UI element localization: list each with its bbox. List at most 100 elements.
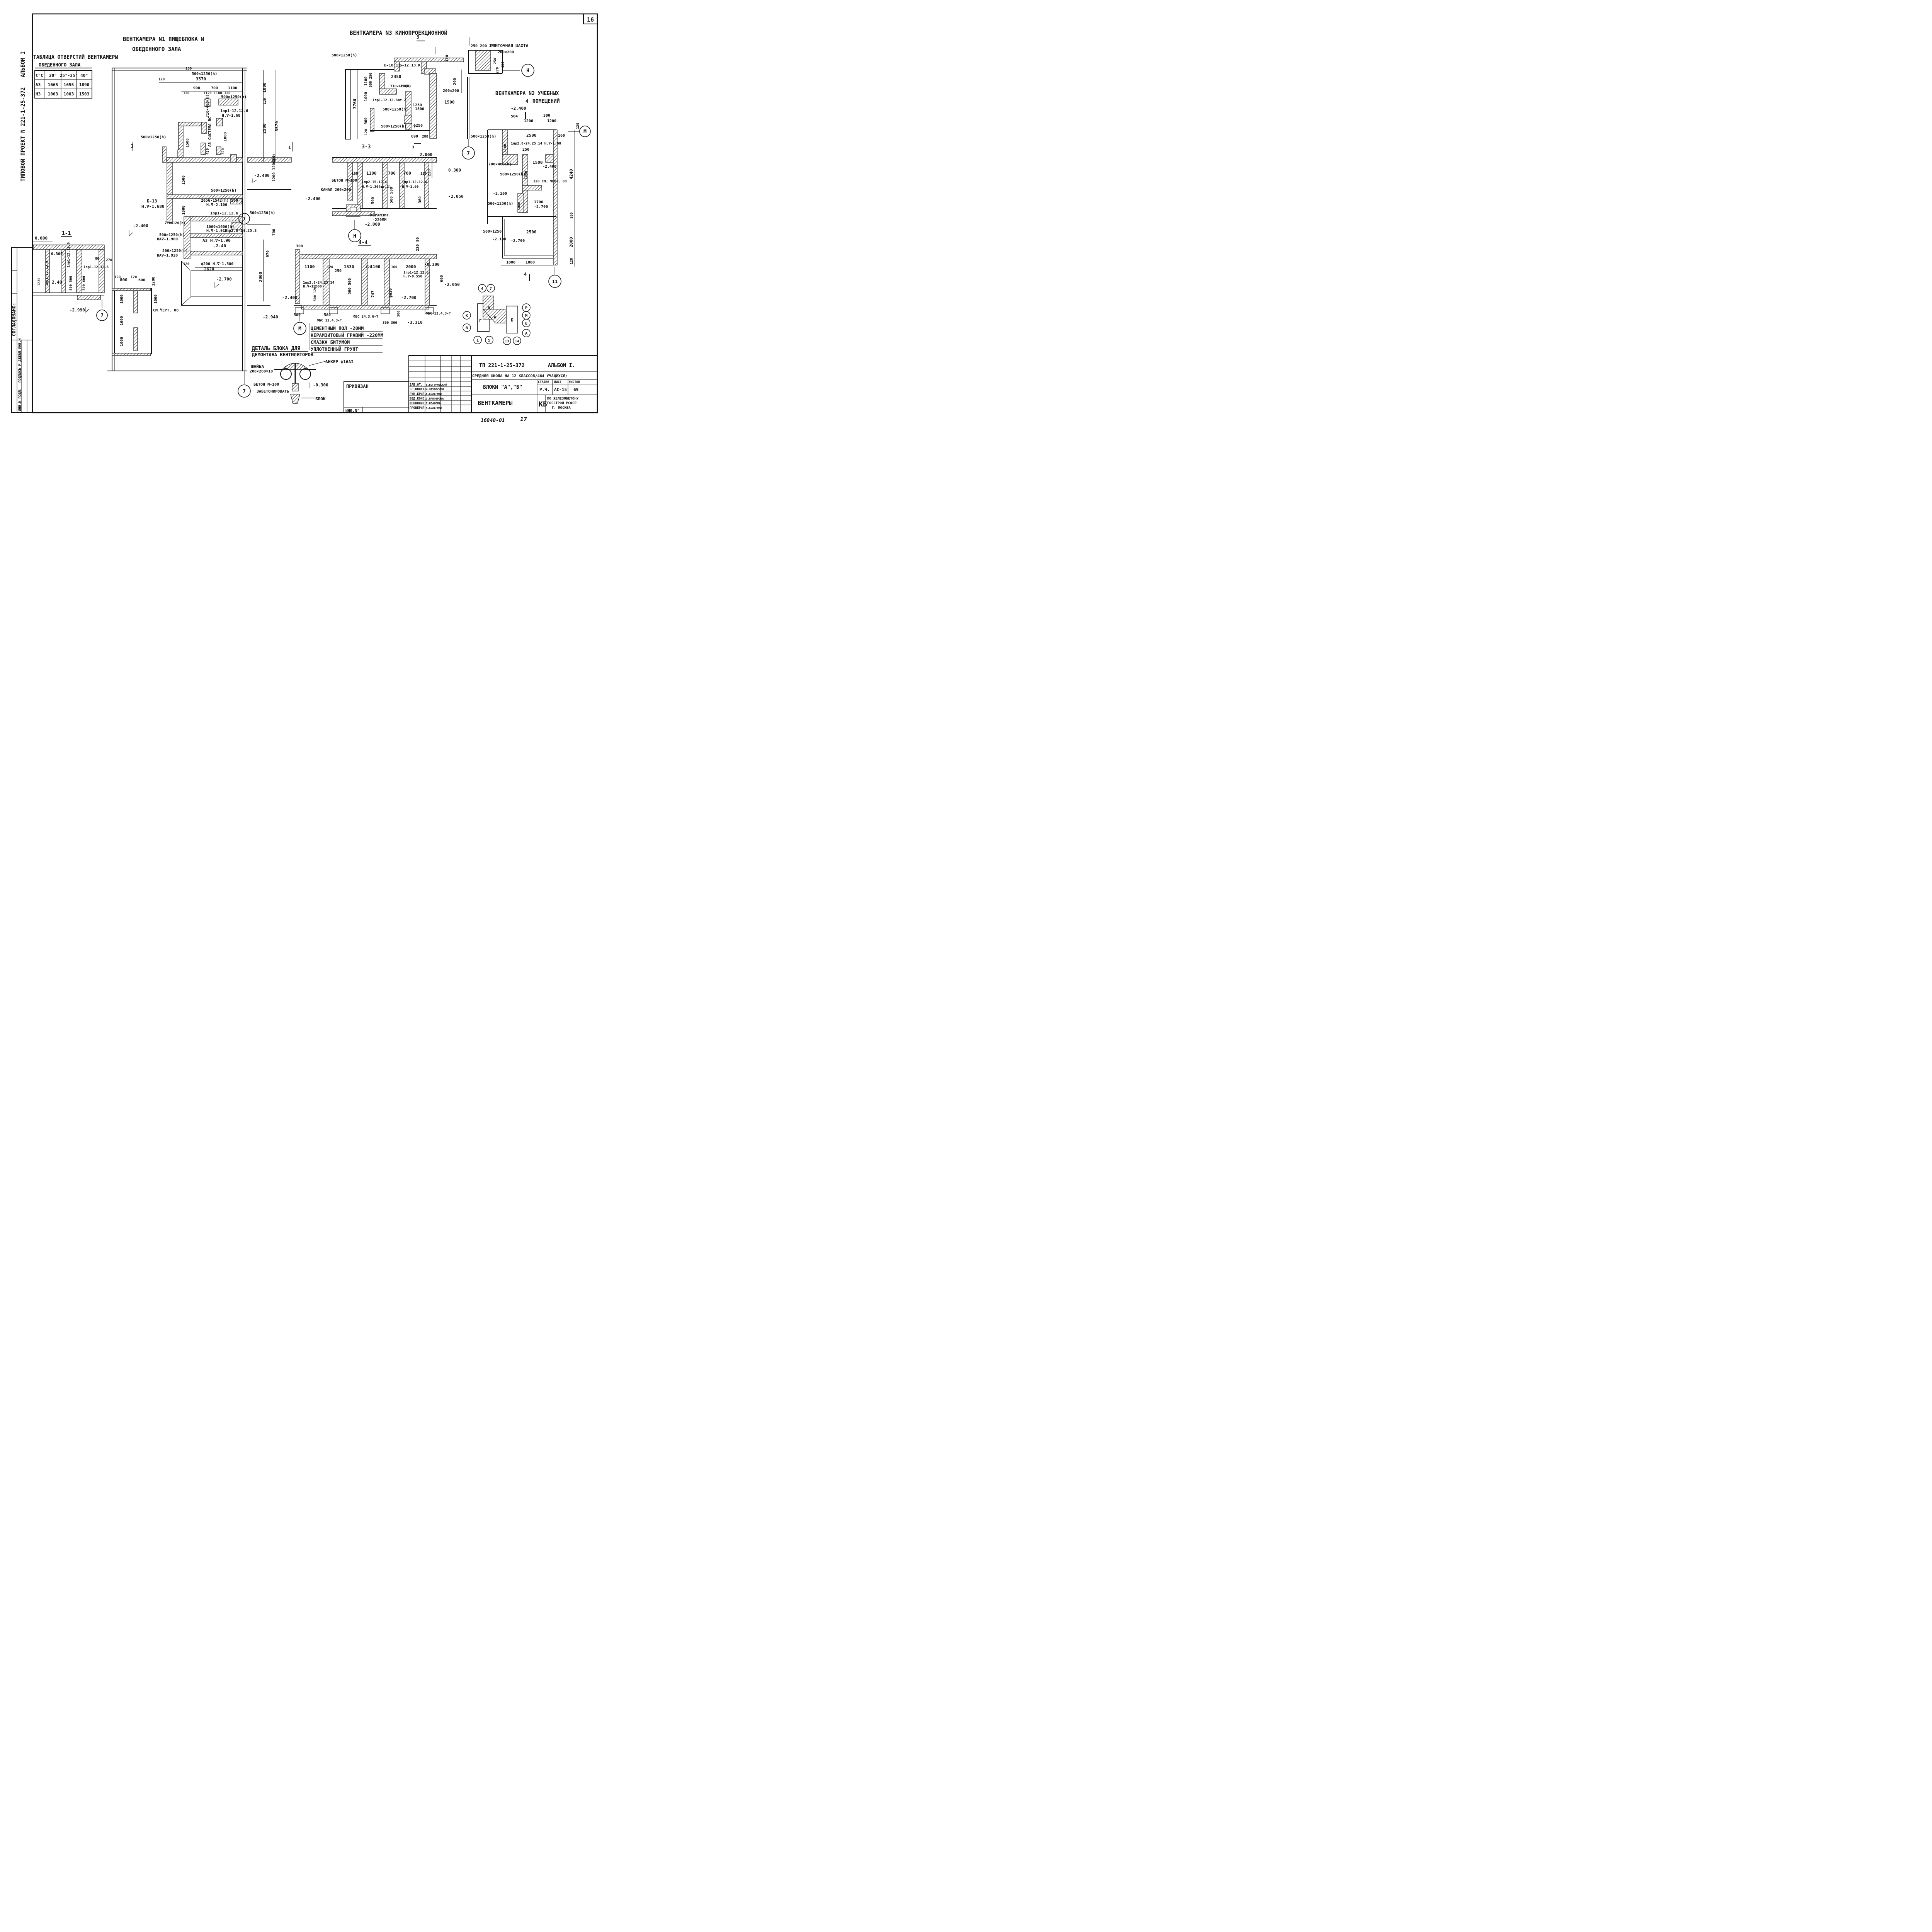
dim: 1500 — [415, 107, 424, 111]
dim: 120 — [576, 123, 580, 129]
dim: 500 500 — [389, 187, 394, 203]
axis-label: 13 — [505, 340, 509, 344]
opening-size: 500×1250(h) — [488, 202, 513, 206]
table-cell: H3 — [36, 92, 41, 97]
dim: 800 — [120, 277, 128, 282]
axis-label: 11 — [552, 279, 558, 284]
dim: 80 — [95, 257, 99, 261]
axis-label: А — [525, 332, 527, 336]
dim: 700 — [403, 171, 411, 176]
dim: 900 — [364, 117, 368, 124]
note: НА∇-1.900 — [157, 237, 178, 242]
note: 1пр1-12.12.6шт.2 — [372, 99, 406, 102]
axis-label: В — [466, 326, 468, 330]
note: 1пр1-12.12.6 — [402, 180, 427, 184]
dim: 500 500 — [69, 276, 73, 291]
axis-label: 4 — [481, 287, 483, 291]
axis-marker — [579, 126, 591, 137]
project-side-label: ТИПОВОЙ ПРОЕКТ N 221-1-25-372 — [20, 87, 26, 182]
note: НА∇-1.920 — [157, 253, 178, 258]
dim: ф630 — [388, 288, 393, 298]
section-marker: 4 — [524, 272, 527, 277]
axis-label: М — [298, 326, 301, 332]
level: -3.310 — [407, 320, 423, 325]
opening-size: 500×1250(h) — [211, 189, 236, 193]
detail-title-line1: ДЕТАЛЬ БЛОКА ДЛЯ — [252, 346, 300, 352]
dim: 160 — [185, 67, 192, 71]
table-cell: 1890 — [79, 82, 90, 87]
level: -2.400 — [511, 106, 526, 111]
dim: 1500 — [532, 160, 543, 165]
level: -2.050 — [448, 194, 464, 199]
concrete-note: БЕТОН М-100 — [332, 179, 357, 183]
dim: 2620 — [204, 267, 214, 272]
dim: 690 — [411, 134, 418, 139]
opening-size: 500×1250(h) — [221, 95, 247, 99]
note: ф250 — [413, 123, 423, 128]
block-letter: В — [488, 306, 490, 310]
level: -2.400 — [543, 165, 556, 169]
dim: 747 — [371, 291, 375, 298]
table-cell: 1655 — [64, 82, 74, 87]
note: 1пр2.8-24.25.3 — [224, 229, 257, 233]
note: 1пр1-12.12.6 — [67, 242, 71, 267]
axis-marker — [238, 213, 250, 224]
level: -0.300 — [424, 262, 440, 267]
dim: 120 — [183, 92, 189, 95]
opening-size: 500×1250(h) — [162, 249, 188, 253]
note: Н.∇-1.68 — [222, 114, 240, 118]
detail-block: ДЕТАЛЬ БЛОКА ДЛЯ ДЕМОНТАЖА ВЕНТИЛЯТОРОВ … — [250, 346, 354, 404]
channel-note: КАНАЛ 200×200 — [321, 188, 351, 192]
level: 0.300 — [51, 252, 63, 256]
dim: 1000 — [120, 337, 124, 346]
opening-size: 500×1250(h) — [192, 72, 217, 76]
note: 1пр2.15.12.4 — [362, 180, 387, 184]
dim: 4240 — [569, 169, 574, 180]
supply-shaft: ПРИТОЧНАЯ ШАХТА — [490, 43, 529, 48]
dim: 300 — [543, 114, 550, 118]
name-3: З.ПАНФЕРОВА — [426, 397, 444, 400]
axis-label: 7 — [490, 287, 492, 291]
legend-2: КЕРАМЗИТОВЫЙ ГРАВИЙ -220ММ — [311, 332, 383, 338]
level: -2.400 — [254, 173, 270, 178]
dim: 700 — [388, 171, 396, 176]
note: ФБС 12.4.3-Т — [317, 319, 342, 323]
anchor-label: АНКЕР ф16АI — [325, 359, 354, 364]
dim: 500 1200 — [313, 285, 317, 301]
dim: 280 — [422, 135, 428, 139]
level: -2.100 — [493, 192, 507, 196]
note: 1пр1-12.12.6 — [210, 211, 238, 216]
note: -2.40 — [213, 243, 226, 248]
vk2-title-line1: ВЕНТКАМЕРА N2 УЧЕБНЫХ — [495, 91, 559, 97]
album-side-label: АЛЬБОМ I — [20, 51, 26, 77]
section-marker: 1 — [131, 143, 133, 149]
note: Н.∇-1.30(шт.2) — [362, 185, 391, 189]
dim: 250 — [493, 58, 497, 64]
dim: 1500 — [185, 138, 190, 148]
dim: 160 — [391, 265, 397, 269]
dim: 120 — [445, 55, 449, 62]
dim: 120 — [158, 78, 165, 82]
dim: 1700 — [534, 200, 543, 204]
block-label: БЛОК — [315, 396, 326, 401]
dim: 900 — [193, 86, 200, 90]
stage-value: Р.Ч. — [539, 387, 550, 392]
dim: 120 — [183, 262, 189, 266]
dim: 2450 — [391, 74, 401, 79]
dim: 270 — [496, 67, 500, 73]
claydite-note: КЕРАМЗИТ. — [370, 213, 391, 218]
openings-table-subtitle: ОБЕДЕННОГО ЗАЛА — [39, 62, 81, 68]
dim: 700 — [272, 229, 276, 236]
title-block: ПРИВЯЗАН ИНВ.N° ЗАВ.ОТ. ГЛ.КОНСТР. РУК.Б… — [344, 355, 598, 413]
note: Н.∇-1.680 — [141, 204, 165, 209]
dim: 1500 — [444, 100, 455, 105]
axis-marker — [548, 275, 561, 288]
dim: 1000 — [223, 132, 228, 141]
name-4: Г.ИВАНОВА — [426, 402, 441, 405]
org-line1: ПО ЖЕЛЕЗОБЕТОНУ — [547, 397, 579, 401]
sheet-number: 16 — [587, 16, 594, 23]
dim: 250 — [335, 269, 342, 273]
table-cell: 1003 — [64, 92, 74, 97]
level: -2.050 — [444, 282, 460, 287]
dim: 120 — [364, 129, 368, 135]
